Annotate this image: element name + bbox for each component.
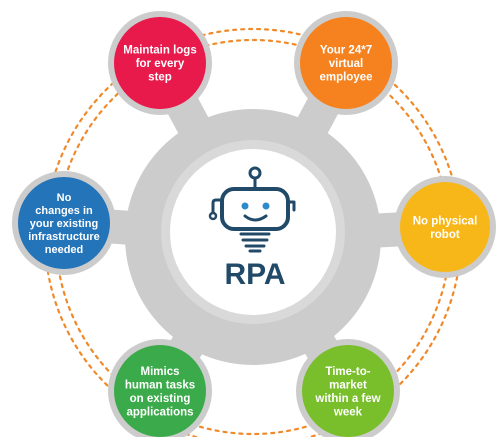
node-label-line: No bbox=[57, 192, 72, 204]
node-label-line: applications bbox=[126, 406, 193, 418]
node-label-line: needed bbox=[45, 244, 84, 256]
center-node: RPA bbox=[161, 140, 345, 324]
node-label-line: Your 24*7 bbox=[320, 45, 372, 57]
robot-icon bbox=[208, 166, 296, 253]
node-circle bbox=[114, 345, 206, 437]
node-label-line: Time-to- bbox=[325, 366, 370, 378]
node-label-line: your existing bbox=[30, 218, 98, 230]
node-label-line: on existing bbox=[130, 393, 191, 405]
node-label-line: No physical bbox=[413, 215, 478, 227]
node-circle bbox=[18, 177, 110, 269]
node-no-physical-robot: No physical robot bbox=[394, 176, 496, 278]
robot-eye-right bbox=[262, 202, 270, 210]
node-label-line: human tasks bbox=[125, 379, 195, 391]
robot-mouth bbox=[243, 214, 268, 222]
robot-ear-left bbox=[211, 198, 224, 215]
robot-eye-left bbox=[241, 202, 249, 210]
node-label-line: robot bbox=[430, 229, 460, 241]
node-circle bbox=[302, 345, 394, 437]
node-label-line: Maintain logs bbox=[123, 45, 196, 57]
node-label-line: within a few bbox=[314, 393, 380, 405]
center-title: RPA bbox=[224, 258, 285, 291]
node-circle bbox=[300, 17, 392, 109]
node-label-line: week bbox=[333, 406, 363, 418]
node-label-line: virtual bbox=[329, 58, 364, 70]
node-label-line: for every bbox=[136, 58, 185, 70]
robot-antenna-tip bbox=[248, 166, 262, 180]
node-label-line: employee bbox=[319, 72, 372, 84]
robot-ear-right bbox=[286, 200, 296, 212]
node-circle bbox=[114, 17, 206, 109]
node-label-line: Mimics bbox=[141, 366, 180, 378]
robot-head bbox=[220, 187, 290, 231]
center-circle bbox=[170, 149, 336, 315]
node-circle bbox=[400, 182, 490, 272]
node-label-line: infrastructure bbox=[28, 231, 100, 243]
node-label-line: changes in bbox=[35, 205, 93, 217]
robot-ear-left-tip bbox=[208, 211, 218, 221]
node-label-line: step bbox=[148, 72, 172, 84]
node-label-line: market bbox=[329, 379, 367, 391]
